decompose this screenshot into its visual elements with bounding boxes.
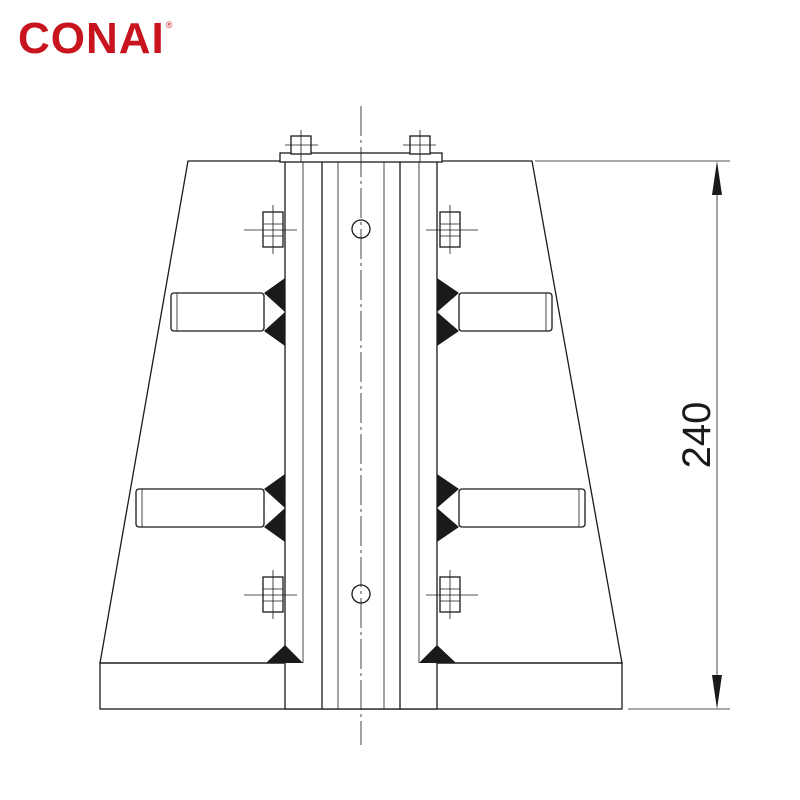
height-dimension [535,160,730,710]
logo-text: CONAI [18,14,165,63]
side-bolt-upper-right [426,205,478,254]
side-bolt-upper-left [244,205,297,254]
top-bolt-right [403,130,436,162]
dimension-label: 240 [675,402,719,469]
anchor-bar-lower-right [458,488,586,528]
top-bolt-left [285,130,318,162]
side-bolt-lower-right [426,570,478,619]
side-bolt-lower-left [244,570,297,619]
anchor-bar-upper-left [170,292,265,332]
weld-marks [264,278,459,663]
registered-mark: ® [165,20,173,30]
anchor-bar-upper-right [458,292,553,332]
anchor-bar-lower-left [135,488,265,528]
brand-logo: CONAI ® [18,14,172,64]
